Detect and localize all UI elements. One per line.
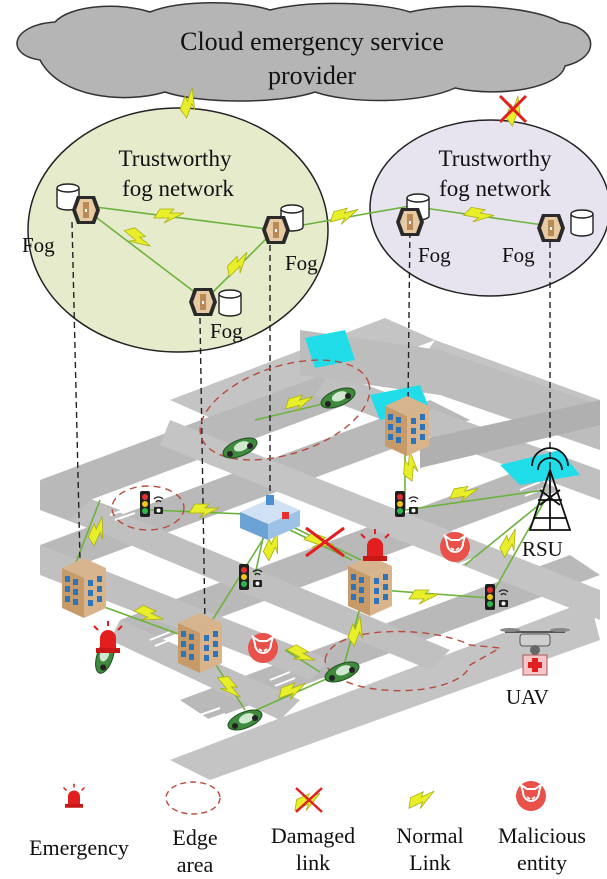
edge-areas — [111, 359, 503, 692]
cloud-label-line2: provider — [268, 61, 356, 90]
city-roads — [40, 318, 600, 780]
fog-network-left-line2: fog network — [122, 176, 234, 201]
fog-network-right-line1: Trustworthy — [439, 146, 552, 171]
rsu-label: RSU — [522, 537, 563, 561]
legend-damaged-text-1: Damaged — [270, 823, 356, 848]
crosswalks — [109, 461, 546, 722]
legend-malicious-text-1: Malicious — [498, 823, 586, 848]
uav-label: UAV — [506, 685, 549, 709]
legend-malicious-text-2: entity — [516, 850, 568, 875]
cloud-label-line1: Cloud emergency service — [180, 27, 444, 56]
legend-damaged-text-2: link — [295, 850, 331, 875]
legend-damaged-link-icon — [290, 787, 325, 816]
damaged-cloud-link — [498, 94, 528, 129]
fog-label: Fog — [418, 243, 451, 267]
legend-normal-text-2: Link — [409, 850, 451, 875]
fog-network-left-line1: Trustworthy — [119, 146, 232, 171]
hospital-building — [240, 495, 300, 540]
fog-network-right: Trustworthy fog network — [369, 119, 607, 297]
legend-malicious-label: Malicious entity — [482, 822, 602, 876]
legend-emergency-icon — [62, 783, 86, 809]
fog-node-labels: Fog Fog Fog Fog Fog — [22, 233, 535, 343]
fog-network-right-line2: fog network — [439, 176, 551, 201]
legend-emergency-label: Emergency — [14, 834, 144, 861]
legend-edge-area-text-2: area — [176, 852, 214, 877]
cloud-service-provider: Cloud emergency service provider — [16, 2, 592, 102]
fog-to-ground-dashed-links — [71, 221, 551, 626]
fog-label: Fog — [22, 233, 55, 257]
legend-normal-link-icon — [404, 787, 439, 814]
rsu-tower — [528, 447, 572, 531]
fog-label: Fog — [502, 243, 535, 267]
legend-normal-link-label: Normal Link — [380, 822, 480, 876]
fog-label: Fog — [285, 251, 318, 275]
damaged-ground-link — [301, 526, 345, 558]
fog-label: Fog — [210, 319, 243, 343]
legend-damaged-link-label: Damaged link — [258, 822, 368, 876]
uav-drone — [500, 628, 570, 676]
legend-normal-text-1: Normal — [396, 823, 464, 848]
legend-edge-area-label: Edge area — [150, 824, 240, 878]
legend-icons — [62, 780, 547, 816]
legend-edge-area-text-1: Edge — [172, 825, 218, 850]
legend-malicious-icon — [515, 780, 547, 812]
legend-emergency-text: Emergency — [29, 835, 129, 860]
legend-edge-area-icon — [165, 781, 221, 815]
fog-network-left: Trustworthy fog network — [27, 107, 329, 353]
